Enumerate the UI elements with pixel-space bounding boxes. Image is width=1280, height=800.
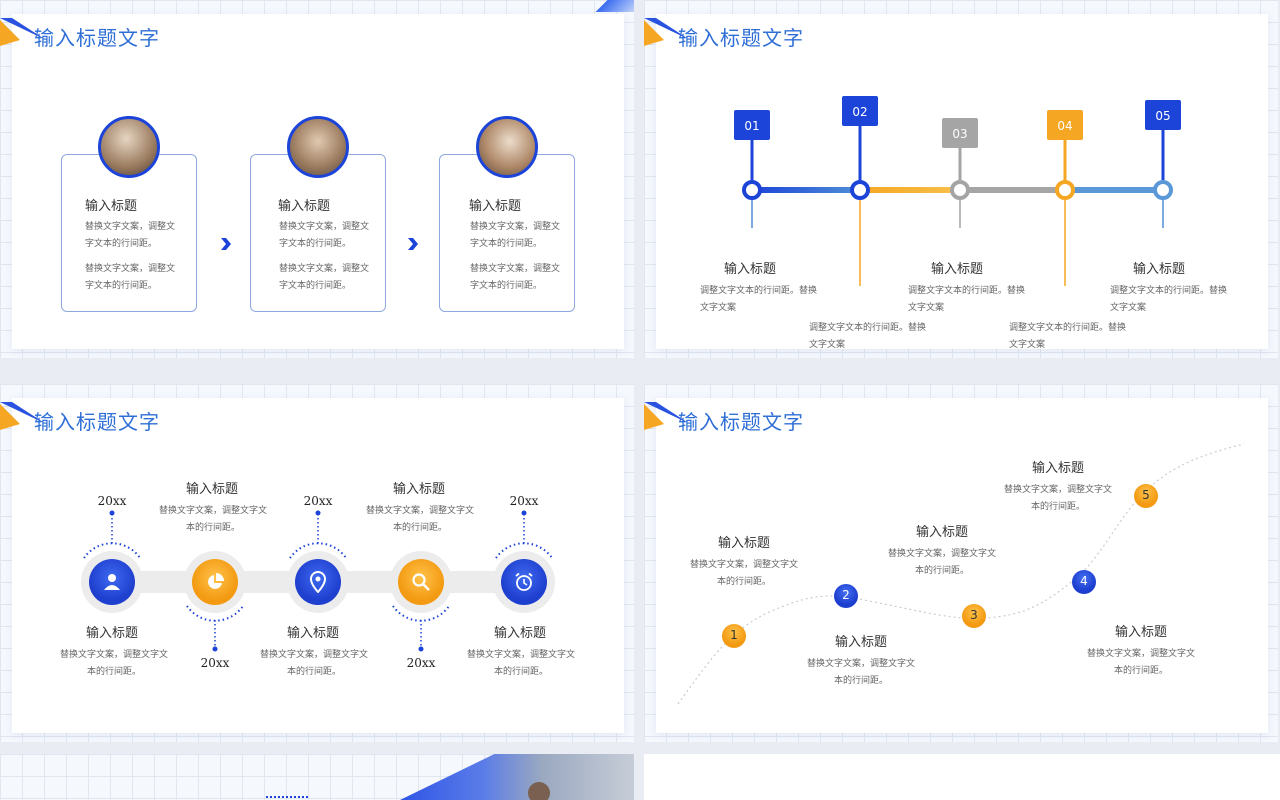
slide-title: 输入标题文字 — [678, 26, 804, 50]
step-heading: 输入标题 — [915, 525, 968, 540]
chevron-right-icon — [221, 238, 231, 250]
step-heading: 输入标题 — [724, 262, 777, 277]
chevron-right-icon — [408, 238, 418, 250]
step-heading: 输入标题 — [931, 262, 984, 277]
step-body: 调整文字文本的行间距。替换文字文案 — [1009, 323, 1127, 350]
step-heading: 输入标题 — [1114, 625, 1167, 640]
step-heading: 输入标题 — [1133, 262, 1186, 277]
step-body: 替换文字文案，调整文字文本的行间距。 — [1003, 485, 1112, 512]
step-body: 替换文字文案，调整文字文本的行间距。 — [1086, 649, 1195, 676]
year-label: 20xx — [303, 494, 333, 508]
step-number: 5 — [1142, 488, 1150, 502]
step-number: 1 — [730, 628, 738, 642]
step-heading: 输入标题 — [278, 199, 331, 214]
slide-title: 输入标题文字 — [34, 410, 160, 434]
year-label: 20xx — [97, 494, 127, 508]
step-body: 替换文字文案，调整文字文本的行间距。 — [85, 264, 176, 291]
slide-3[interactable]: 输入标题文字 2 — [0, 384, 634, 742]
step-body: 替换文字文案，调整文字文本的行间距。 — [365, 506, 474, 533]
curve-path-graphic — [677, 443, 1245, 705]
step-heading: 输入标题 — [1031, 461, 1084, 476]
slide-2[interactable]: 输入标题文字 01 02 03 04 — [644, 0, 1278, 358]
step-number: 03 — [952, 127, 968, 141]
slide-title: 输入标题文字 — [34, 26, 160, 50]
step-body: 调整文字文本的行间距。替换文字文案 — [809, 323, 927, 350]
top-corner-shape — [580, 0, 634, 12]
step-number: 2 — [842, 588, 850, 602]
step-heading: 输入标题 — [717, 536, 770, 551]
cover-photo — [400, 754, 634, 800]
dotted-decoration — [266, 796, 308, 798]
step-body: 替换文字文案，调整文字文本的行间距。 — [158, 506, 267, 533]
step-body: 替换文字文案，调整文字文本的行间距。 — [259, 650, 368, 677]
corner-decoration — [0, 18, 46, 46]
step-photo — [476, 116, 538, 178]
step-heading: 输入标题 — [834, 635, 887, 650]
step-number: 02 — [852, 105, 868, 119]
step-body: 替换文字文案，调整文字文本的行间距。 — [689, 560, 798, 587]
step-number: 04 — [1057, 119, 1073, 133]
step-heading: 输入标题 — [286, 626, 339, 641]
step-heading: 输入标题 — [185, 482, 238, 497]
step-body: 替换文字文案，调整文字文本的行间距。 — [279, 264, 370, 291]
step-body: 替换文字文案，调整文字文本的行间距。 — [279, 222, 370, 249]
step-number: 4 — [1080, 574, 1088, 588]
corner-decoration — [0, 402, 46, 430]
step-body: 替换文字文案，调整文字文本的行间距。 — [59, 650, 168, 677]
slide-title: 输入标题文字 — [678, 410, 804, 434]
step-number: 05 — [1155, 109, 1171, 123]
step-body: 替换文字文案，调整文字文本的行间距。 — [470, 264, 561, 291]
timeline-graphic — [734, 96, 1181, 286]
step-photo — [287, 116, 349, 178]
slide-4[interactable]: 输入标题文字 1 2 3 4 5 输入标题 替换文字文案，调整文字文本的行间距。… — [644, 384, 1278, 742]
step-body: 替换文字文案，调整文字文本的行间距。 — [887, 549, 996, 576]
slide-5[interactable] — [0, 754, 634, 800]
step-number: 3 — [970, 608, 978, 622]
alarm-clock-icon — [515, 572, 533, 591]
step-photo — [98, 116, 160, 178]
step-body: 替换文字文案，调整文字文本的行间距。 — [806, 659, 915, 686]
search-icon — [412, 573, 430, 591]
year-label: 20xx — [509, 494, 539, 508]
step-body: 调整文字文本的行间距。替换文字文案 — [700, 286, 818, 313]
content-card — [656, 398, 1268, 733]
step-body: 调整文字文本的行间距。替换文字文案 — [908, 286, 1026, 313]
content-card — [12, 14, 624, 349]
step-body: 替换文字文案，调整文字文本的行间距。 — [85, 222, 176, 249]
location-pin-icon — [309, 571, 327, 593]
step-heading: 输入标题 — [85, 626, 138, 641]
step-heading: 输入标题 — [392, 482, 445, 497]
user-icon — [104, 574, 120, 590]
slide-1[interactable]: 输入标题文字 输入标题 替换文字文案，调整文字文本的行间距。 替换文字文案，调整… — [0, 0, 634, 358]
year-label: 20xx — [406, 656, 436, 670]
step-body: 调整文字文本的行间距。替换文字文案 — [1110, 286, 1228, 313]
step-body: 替换文字文案，调整文字文本的行间距。 — [466, 650, 575, 677]
process-graphic — [81, 510, 555, 652]
empty-panel — [644, 754, 1280, 800]
year-label: 20xx — [200, 656, 230, 670]
step-heading: 输入标题 — [85, 199, 138, 214]
step-body: 替换文字文案，调整文字文本的行间距。 — [470, 222, 561, 249]
step-heading: 输入标题 — [469, 199, 522, 214]
photo-person — [528, 782, 550, 800]
corner-decoration — [644, 402, 690, 430]
step-heading: 输入标题 — [493, 626, 546, 641]
corner-decoration — [644, 18, 690, 46]
step-number: 01 — [744, 119, 760, 133]
pie-chart-icon — [208, 573, 224, 589]
